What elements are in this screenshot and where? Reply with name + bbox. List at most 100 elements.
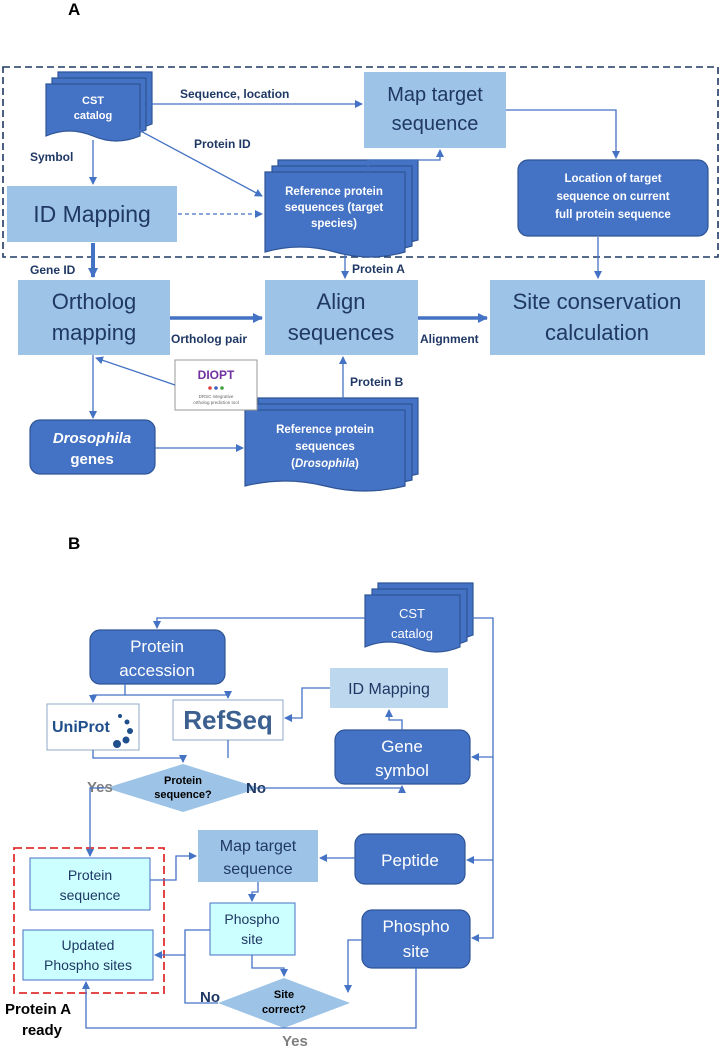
arrow-cst-to-phospho-dark	[471, 860, 494, 942]
arrow-reference-to-map	[367, 149, 444, 172]
diopt-subtitle-2: ortholog prediction tool	[193, 400, 239, 405]
cst-catalog-a: CST catalog	[45, 71, 153, 142]
protein-sequence-q-line1: Protein	[164, 775, 202, 787]
align-sequences: Align sequences	[265, 280, 418, 355]
map-target-a-line2: sequence	[392, 113, 479, 135]
site-correct-line2: correct?	[262, 1004, 306, 1016]
edge-label-alignment: Alignment	[420, 332, 479, 346]
reference-protein-target: Reference protein sequences (target spec…	[264, 159, 419, 258]
no-label-2: No	[200, 989, 220, 1006]
protein-accession-line2: accession	[119, 661, 195, 680]
arrow-protein-sequence-to-map	[150, 852, 197, 881]
ortholog-mapping-line2: mapping	[52, 320, 136, 345]
yes-label-2: Yes	[282, 1033, 308, 1049]
edge-label-protein-id: Protein ID	[194, 137, 251, 151]
protein-accession: Protein accession	[89, 629, 226, 685]
reference-target-line3: species)	[311, 218, 357, 230]
refseq-logo: RefSeq	[172, 699, 284, 741]
id-mapping-a-label: ID Mapping	[33, 201, 151, 227]
cst-catalog-b-line2: catalog	[391, 626, 433, 641]
phospho-light-line2: site	[241, 931, 263, 947]
arrow-gene-to-idmapping	[385, 709, 403, 730]
cst-catalog-a-line2: catalog	[74, 110, 113, 122]
gene-symbol-line2: symbol	[375, 761, 429, 780]
edge-label-ortholog-pair: Ortholog pair	[171, 332, 247, 346]
paren-open: (	[291, 458, 295, 470]
drosophila-genes-line2: genes	[70, 451, 113, 468]
refseq-text: RefSeq	[183, 705, 273, 735]
updated-phospho-line1: Updated	[62, 937, 115, 953]
protein-a-ready-line2: ready	[22, 1022, 63, 1039]
location-line2: sequence on current	[556, 191, 669, 203]
peptide-label: Peptide	[381, 851, 439, 870]
arrow-accession-to-uniprot	[89, 684, 126, 703]
arrow-decision-yes-to-protein-sequence	[86, 787, 106, 857]
arrow-decision-no-to-gene	[260, 785, 406, 793]
arrow-phospho-dark-to-decision	[344, 939, 362, 993]
id-mapping-a: ID Mapping	[7, 186, 177, 242]
arrow-phospho-light-to-decision	[251, 955, 288, 977]
diopt-dot-blue	[214, 386, 218, 390]
updated-phospho-sites-box: Updated Phospho sites	[22, 929, 154, 981]
cst-catalog-a-line1: CST	[82, 95, 104, 107]
id-mapping-b: ID Mapping	[330, 668, 448, 708]
diopt-dot-red	[208, 386, 212, 390]
protein-sequence-line1: Protein	[68, 867, 112, 883]
site-correct-line1: Site	[274, 989, 294, 1001]
arrow-accession-to-refseq	[125, 691, 232, 699]
protein-sequence-decision: Protein sequence?	[106, 764, 260, 812]
reference-target-line2: sequences (target	[285, 202, 384, 214]
drosophila-genes: Drosophila genes	[29, 419, 156, 475]
reference-dros-line1: Reference protein	[276, 424, 374, 436]
arrow-map-to-location	[506, 109, 620, 159]
edge-label-symbol: Symbol	[30, 150, 73, 164]
line-decision-no-to-updated	[184, 955, 218, 1004]
map-target-sequence-b: Map target sequence	[198, 830, 318, 882]
diopt-subtitle-1: DRSC integrative	[199, 394, 234, 399]
protein-sequence-box: Protein sequence	[29, 857, 151, 911]
protein-sequence-line2: sequence	[60, 887, 121, 903]
edge-label-protein-b: Protein B	[350, 375, 404, 389]
uniprot-logo: UniProt	[46, 703, 140, 751]
arrow-cst-to-reference	[119, 119, 263, 197]
phospho-site-dark: Phospho site	[361, 909, 471, 969]
cst-catalog-b: CST catalog	[364, 582, 474, 653]
arrow-diopt-to-ortholog	[95, 356, 176, 386]
gene-symbol: Gene symbol	[334, 729, 471, 785]
gene-symbol-line1: Gene	[381, 737, 423, 756]
id-mapping-b-label: ID Mapping	[348, 681, 430, 698]
drosophila-italic: Drosophila	[295, 458, 356, 470]
location-of-target-box: Location of target sequence on current f…	[517, 159, 709, 237]
arrow-decision-yes-to-updated	[82, 968, 417, 1029]
map-target-b-line2: sequence	[223, 861, 292, 878]
location-line3: full protein sequence	[555, 209, 671, 221]
site-conservation-calculation: Site conservation calculation	[490, 280, 705, 355]
arrow-cst-to-peptide	[466, 757, 494, 864]
cst-catalog-b-line1: CST	[399, 606, 425, 621]
no-label-1: No	[246, 780, 266, 797]
ortholog-mapping: Ortholog mapping	[18, 280, 170, 355]
arrow-uniprot-to-decision	[92, 750, 187, 763]
edge-label-sequence-location: Sequence, location	[180, 87, 289, 101]
align-sequences-line1: Align	[317, 289, 366, 314]
site-conservation-line2: calculation	[545, 320, 649, 345]
site-correct-decision: Site correct?	[218, 978, 350, 1028]
map-target-sequence-a: Map target sequence	[364, 72, 506, 148]
arrow-idmapping-to-refseq	[284, 687, 330, 722]
reference-dros-line3: (Drosophila)	[291, 458, 359, 470]
uniprot-text: UniProt	[52, 719, 110, 736]
phospho-dark-line2: site	[403, 942, 429, 961]
edge-label-protein-a: Protein A	[352, 262, 405, 276]
updated-phospho-line2: Phospho sites	[44, 957, 132, 973]
diopt-dot-green	[220, 386, 224, 390]
reference-dros-line2: sequences	[295, 441, 354, 453]
location-line1: Location of target	[564, 173, 661, 185]
protein-a-ready-region	[13, 847, 165, 994]
arrow-phospho-light-to-updated	[154, 929, 210, 959]
protein-accession-line1: Protein	[130, 637, 184, 656]
phospho-site-light: Phospho site	[209, 902, 296, 956]
arrow-cst-to-gene-symbol	[470, 617, 494, 761]
drosophila-genes-line1: Drosophila	[53, 430, 131, 447]
ortholog-mapping-line1: Ortholog	[52, 289, 136, 314]
